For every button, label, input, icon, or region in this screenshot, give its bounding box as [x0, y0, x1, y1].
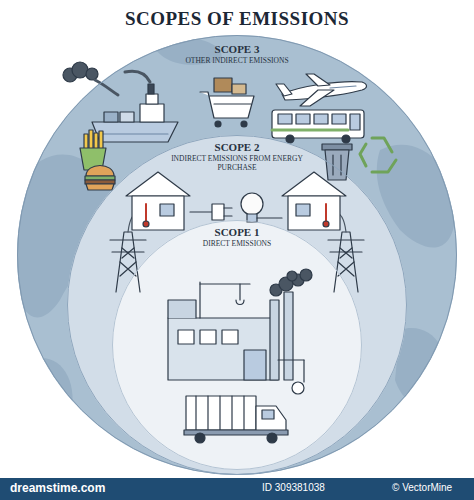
scope-circle: SCOPE 3OTHER INDIRECT EMISSIONS SCOPE 2IN… [17, 35, 457, 475]
factory [168, 282, 304, 382]
scope-heading: SCOPE 1 [172, 226, 302, 238]
globe [17, 35, 457, 475]
circle-outline [112, 220, 362, 470]
scope-heading: SCOPE 3 [162, 43, 312, 55]
scope-heading: SCOPE 2 [171, 141, 303, 153]
watermark-logo: dreamstime.com [10, 481, 105, 495]
diagram-title: SCOPES OF EMISSIONS [0, 8, 474, 30]
shopping-cart [200, 78, 254, 127]
cargo-ship [92, 71, 178, 142]
airplane [276, 74, 367, 106]
recycle-symbol [360, 138, 396, 172]
house [126, 172, 346, 230]
gear [292, 382, 304, 394]
smoke [63, 62, 98, 82]
truck [184, 396, 288, 443]
scope-circle: SCOPE 2INDIRECT EMISSIONS FROM ENERGY PU… [67, 135, 407, 475]
scope-description: OTHER INDIRECT EMISSIONS [162, 56, 312, 65]
circle-outline [17, 35, 457, 475]
trash-can [322, 144, 352, 180]
footer-bar: dreamstime.com ID 309381038 © VectorMine [0, 478, 474, 500]
power-pylon [110, 232, 364, 292]
circle-outline [67, 135, 407, 475]
bus [272, 110, 364, 143]
plug-and-bulb [190, 193, 282, 222]
scope-description: DIRECT EMISSIONS [172, 239, 302, 248]
watermark-text: © VectorMine [392, 482, 452, 493]
fast-food [80, 130, 115, 190]
scope1-ground [112, 220, 362, 470]
scope-circle: SCOPE 1DIRECT EMISSIONS [112, 220, 362, 470]
scope-description: INDIRECT EMISSIONS FROM ENERGY PURCHASE [171, 154, 303, 172]
watermark-text: ID 309381038 [262, 482, 325, 493]
scope2-ground [67, 135, 407, 475]
chimney-smoke [270, 269, 312, 296]
